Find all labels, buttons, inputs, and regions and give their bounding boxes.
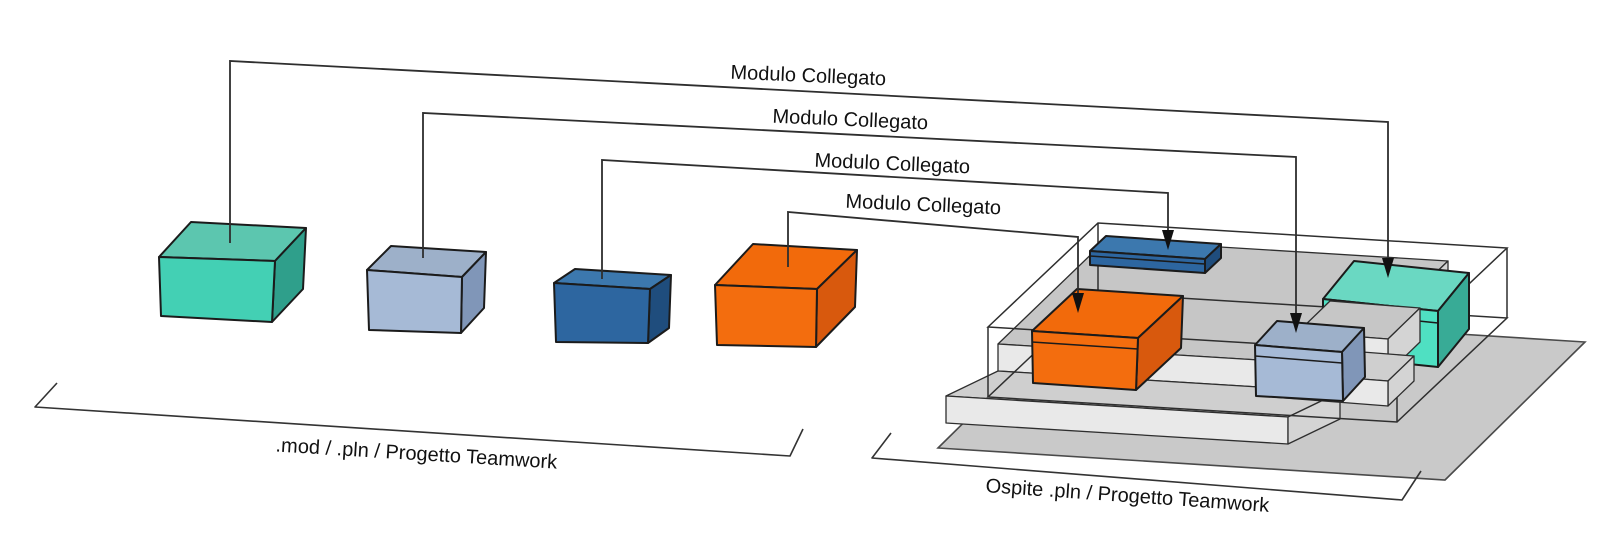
host-steel-front-face (1254, 344, 1344, 402)
arrowhead-teal (1382, 258, 1394, 278)
connector-lines (229, 60, 1394, 333)
host-dark-blue-lid-line (1089, 255, 1206, 265)
connector-label-2: Modulo Collegato (772, 106, 928, 135)
connector-line-teal (229, 60, 1389, 259)
host-dark-blue-front-face (1089, 250, 1206, 274)
dark-blue-front-face (553, 282, 651, 344)
module-box-orange (714, 243, 858, 348)
host-group-bracket (871, 432, 1422, 501)
connector-line-steel-blue (422, 112, 1297, 314)
teal-front-face (158, 256, 276, 323)
host-group-label: Ospite .pln / Progetto Teamwork (985, 475, 1271, 517)
host-steel-lid-line (1254, 355, 1343, 364)
arrowhead-steel-blue (1290, 313, 1302, 333)
host-module-orange (1031, 288, 1184, 391)
module-box-steel-blue (366, 245, 487, 334)
connector-line-orange (787, 211, 1079, 294)
module-box-teal (158, 221, 307, 323)
source-modules (158, 221, 858, 348)
module-box-dark-blue (553, 268, 672, 344)
arrowhead-dark-blue (1162, 230, 1174, 250)
host-module-dark-blue (1089, 235, 1222, 274)
connector-label-1: Modulo Collegato (730, 62, 886, 91)
arrowhead-orange (1072, 293, 1084, 313)
orange-front-face (714, 284, 818, 348)
host-orange-lid-line (1031, 341, 1139, 350)
host-orange-front-face (1031, 330, 1139, 391)
steel-front-face (366, 269, 463, 334)
connector-label-4: Modulo Collegato (845, 191, 1001, 220)
source-group-bracket (34, 382, 804, 457)
host-project-scene (936, 222, 1587, 481)
source-group-label: .mod / .pln / Progetto Teamwork (275, 434, 559, 473)
connector-line-dark-blue (601, 159, 1169, 279)
host-module-steel-blue (1254, 320, 1366, 402)
